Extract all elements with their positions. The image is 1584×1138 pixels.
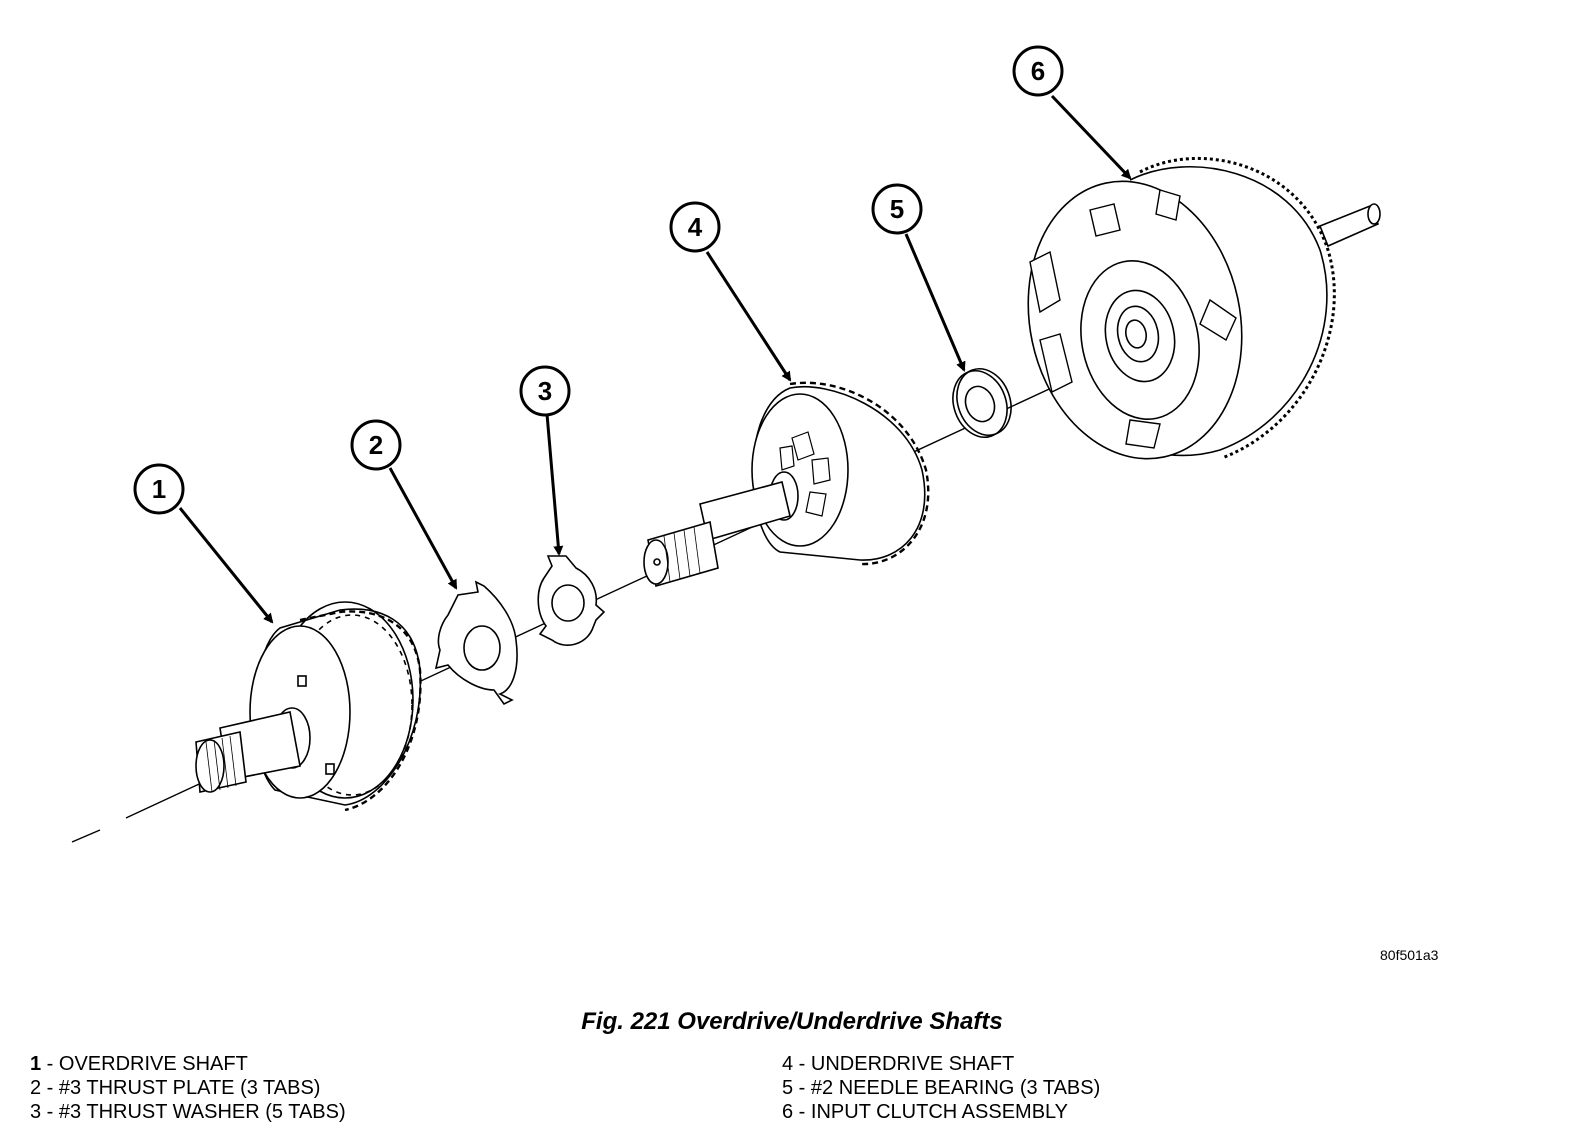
callout-number: 1 [152,474,166,504]
legend-item: 6 - INPUT CLUTCH ASSEMBLY [782,1100,1100,1124]
legend-number: 2 [30,1077,42,1099]
figure-code: 80f501a3 [1380,947,1439,963]
legend-number: 3 [30,1101,42,1123]
legend-item: 5 - #2 NEEDLE BEARING (3 TABS) [782,1076,1100,1100]
legend-item: 1 - OVERDRIVE SHAFT [30,1052,346,1076]
legend-item: 4 - UNDERDRIVE SHAFT [782,1052,1100,1076]
callout-number: 3 [538,376,552,406]
overdrive-shaft-drawing [195,601,422,812]
callout-number: 6 [1031,56,1045,86]
leader-arrow-1 [178,507,274,624]
legend-label: UNDERDRIVE SHAFT [810,1053,1015,1075]
figure-caption: Fig. 221 Overdrive/Underdrive Shafts [581,1008,1003,1035]
callouts: 1 2 3 4 5 6 [133,45,1064,515]
legend-number: 1 [30,1053,42,1075]
leader-arrow-4 [705,251,792,382]
callout-number: 2 [369,430,383,460]
legend-right-column: 4 - UNDERDRIVE SHAFT 5 - #2 NEEDLE BEARI… [782,1052,1100,1124]
callout-6: 6 [1012,45,1064,97]
leader-arrow-6 [1050,94,1132,180]
legend-separator: - [793,1053,811,1075]
legend-separator: - [41,1101,59,1123]
callout-number: 4 [688,212,703,242]
legend-label: OVERDRIVE SHAFT [58,1053,248,1075]
legend-item: 2 - #3 THRUST PLATE (3 TABS) [30,1076,346,1100]
leader-arrow-2 [388,467,458,590]
thrust-plate-drawing [434,580,518,706]
legend-separator: - [41,1053,59,1075]
callout-1: 1 [133,463,185,515]
callout-4: 4 [669,201,721,253]
leader-arrow-5 [904,233,966,372]
legend-separator: - [41,1077,59,1099]
thrust-washer-drawing [537,555,606,646]
legend-number: 6 [782,1101,794,1123]
leader-arrows [178,94,1132,624]
callout-number: 5 [890,194,904,224]
callout-3: 3 [519,365,571,417]
leader-arrow-3 [545,413,564,556]
legend-left-column: 1 - OVERDRIVE SHAFT 2 - #3 THRUST PLATE … [30,1052,346,1124]
legend-label: #3 THRUST PLATE (3 TABS) [58,1077,321,1099]
legend-label: INPUT CLUTCH ASSEMBLY [810,1101,1069,1123]
callout-5: 5 [871,183,923,235]
legend-number: 4 [782,1053,794,1075]
legend-label: #3 THRUST WASHER (5 TABS) [58,1101,346,1123]
underdrive-shaft-drawing [643,381,930,588]
legend-item: 3 - #3 THRUST WASHER (5 TABS) [30,1100,346,1124]
legend-number: 5 [782,1077,794,1099]
input-clutch-assembly-drawing [1027,156,1381,460]
legend-separator: - [793,1101,811,1123]
legend-separator: - [793,1077,811,1099]
exploded-parts-diagram: 1 2 3 4 5 6 [71,45,1381,843]
callout-2: 2 [350,419,402,471]
legend-label: #2 NEEDLE BEARING (3 TABS) [810,1077,1101,1099]
needle-bearing-drawing [952,368,1012,438]
